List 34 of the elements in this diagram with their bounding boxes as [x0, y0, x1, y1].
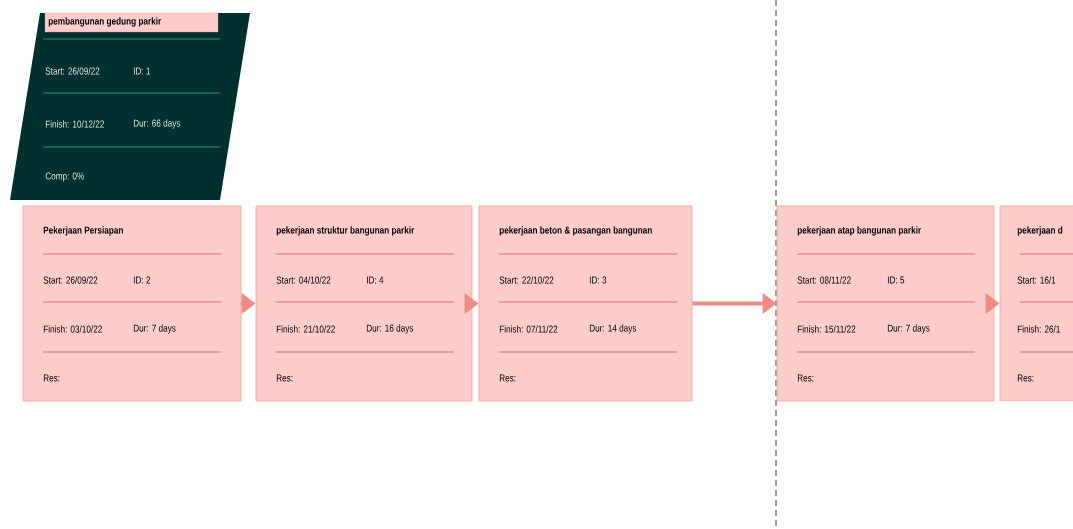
field-text: Res: [43, 374, 60, 382]
field-text: Start: 26/09/22 [45, 67, 100, 75]
field-text: Dur: 7 days [887, 324, 930, 334]
field-text: Start: 26/09/22 [43, 276, 98, 284]
task-title: Pekerjaan Persiapan [43, 226, 123, 236]
task-title: pekerjaan atap bangunan parkir [797, 226, 922, 236]
field-text: Start: 04/10/22 [276, 276, 331, 284]
field-text: Dur: 7 days [133, 324, 176, 334]
field-text: Res: [797, 374, 814, 382]
field-text: Finish: 07/11/22 [499, 325, 558, 333]
field-text: Start: 22/10/22 [499, 276, 554, 284]
field-text: Res: [1017, 374, 1034, 382]
field-text: Comp: 0% [45, 172, 84, 182]
field-text: Finish: 03/10/22 [43, 325, 102, 333]
field-text: Dur: 66 days [133, 119, 181, 129]
field-text: Res: [276, 374, 293, 382]
field-text: Res: [499, 374, 516, 382]
task-title: pekerjaan d [1017, 226, 1063, 236]
field-text: ID: 1 [133, 67, 151, 75]
field-text: Dur: 14 days [589, 324, 637, 334]
field-text: ID: 3 [589, 276, 607, 284]
field-text: ID: 2 [133, 276, 151, 284]
field-text: Dur: 16 days [366, 324, 414, 334]
field-text: Start: 16/1 [1017, 276, 1056, 284]
field-text: Finish: 21/10/22 [276, 325, 335, 333]
task-title: pekerjaan struktur bangunan parkir [276, 226, 415, 236]
field-text: ID: 5 [887, 276, 905, 284]
task-title: pekerjaan beton & pasangan bangunan [499, 226, 652, 236]
field-text: Start: 08/11/22 [797, 276, 851, 284]
summary-title: pembangunan gedung parkir [44, 12, 219, 33]
field-text: Finish: 10/12/22 [45, 120, 104, 128]
field-text: Finish: 26/1 [1017, 325, 1060, 333]
field-text: ID: 4 [366, 276, 384, 284]
field-text: Finish: 15/11/22 [797, 325, 856, 333]
